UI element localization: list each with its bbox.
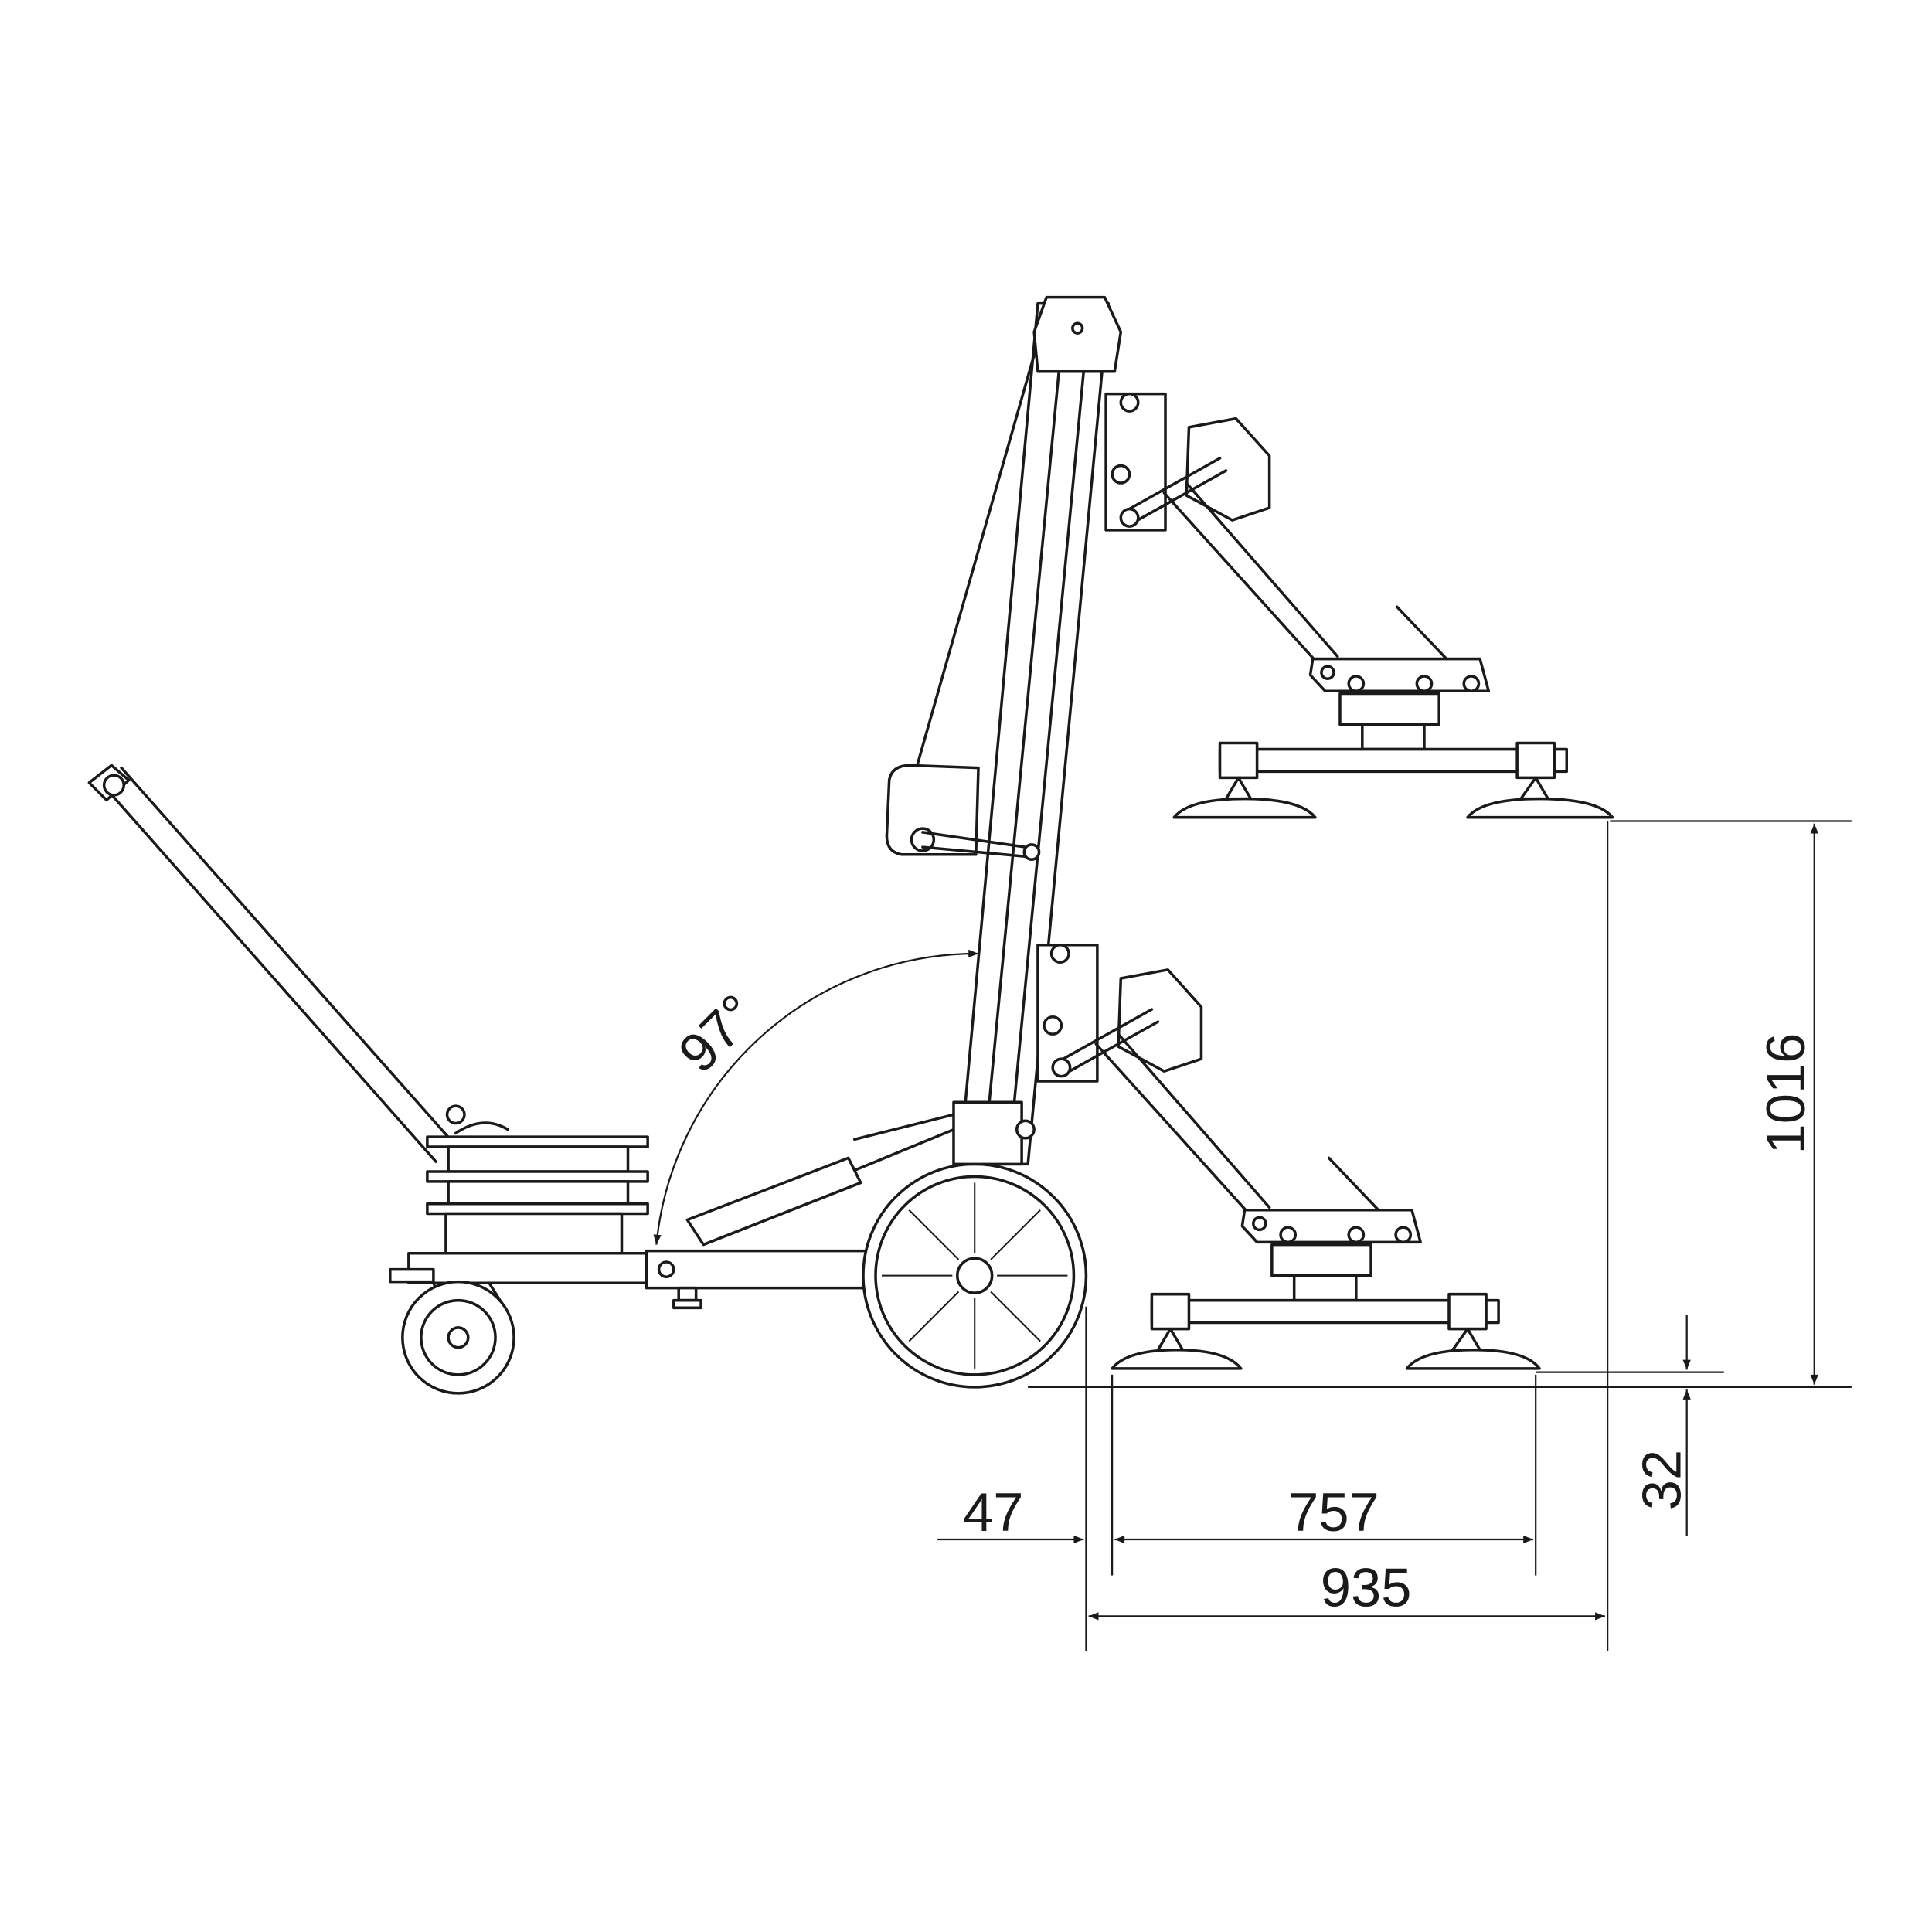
battery-box (426, 1121, 649, 1255)
pad-clearance-label: 32 (1631, 1450, 1692, 1510)
mast (885, 295, 1123, 1166)
reach-label: 935 (1321, 1557, 1412, 1618)
pad-spacing-label: 757 (1288, 1481, 1379, 1543)
front-offset-label: 47 (963, 1481, 1023, 1543)
caster-wheel (389, 1267, 515, 1395)
push-handle (87, 764, 466, 1163)
upper-vacuum-gripper (1104, 392, 1614, 819)
main-wheel (862, 1162, 1088, 1389)
lower-vacuum-gripper (1036, 943, 1541, 1370)
height-dimension-label: 1016 (1755, 1033, 1816, 1155)
dimension-lines (653, 820, 1852, 1651)
angle-label: 97° (667, 982, 768, 1083)
chassis (407, 1249, 871, 1310)
